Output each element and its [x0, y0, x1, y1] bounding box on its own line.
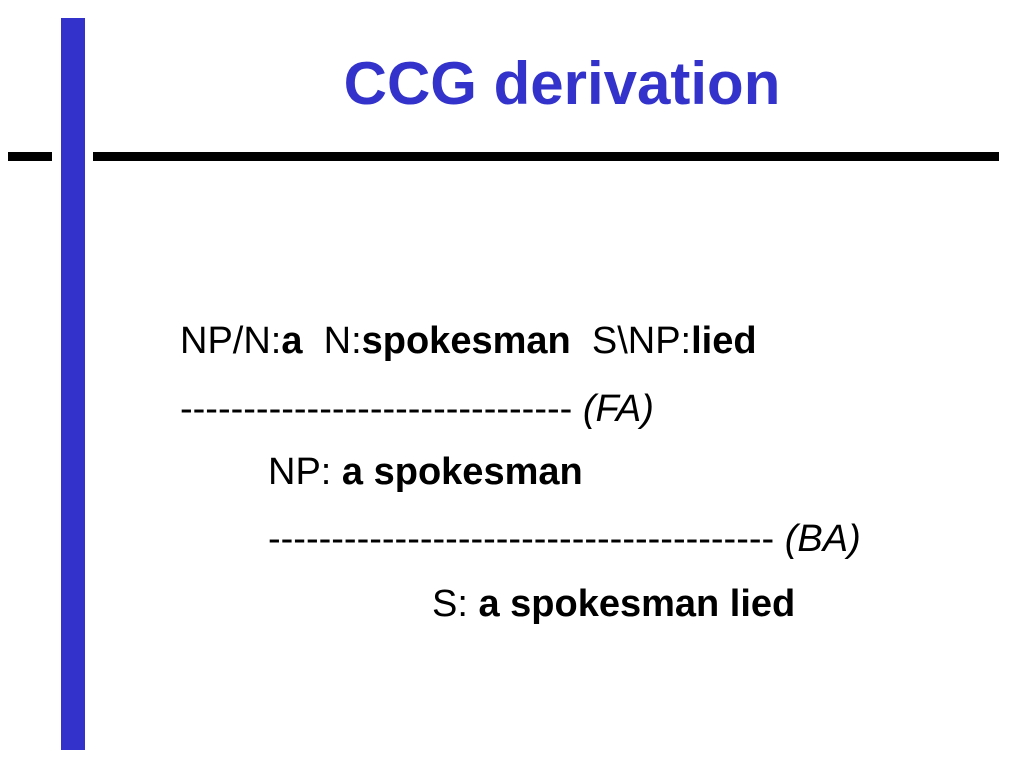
phrase-a-spokesman-lied: a spokesman lied — [478, 583, 796, 625]
rule-label-fa: (FA) — [582, 388, 654, 430]
title-rule — [93, 152, 999, 161]
derivation-np-line: NP: a spokesman — [268, 450, 583, 494]
word-lied: lied — [691, 320, 757, 362]
phrase-a-spokesman: a spokesman — [341, 451, 583, 493]
category-np-n: NP/N: — [180, 320, 282, 362]
category-n: N: — [323, 320, 362, 362]
left-accent-bar — [61, 18, 85, 750]
category-s: S: — [432, 583, 468, 625]
word-a: a — [281, 320, 303, 362]
derivation-s-line: S: a spokesman lied — [432, 582, 795, 626]
title-rule-left — [8, 152, 52, 161]
rule-dashes: ------------------------------- — [180, 388, 573, 430]
derivation-rule-ba: ----------------------------------------… — [268, 517, 861, 561]
derivation-rule-fa: ------------------------------- (FA) — [180, 387, 654, 431]
rule-label-ba: (BA) — [784, 518, 861, 560]
category-s-np: S\NP: — [591, 320, 692, 362]
category-np: NP: — [268, 451, 332, 493]
rule-dashes: ---------------------------------------- — [268, 518, 775, 560]
slide-title: CCG derivation — [343, 50, 781, 117]
word-spokesman: spokesman — [361, 320, 571, 362]
derivation-lexical-line: NP/N:a N:spokesman S\NP:lied — [180, 319, 757, 363]
